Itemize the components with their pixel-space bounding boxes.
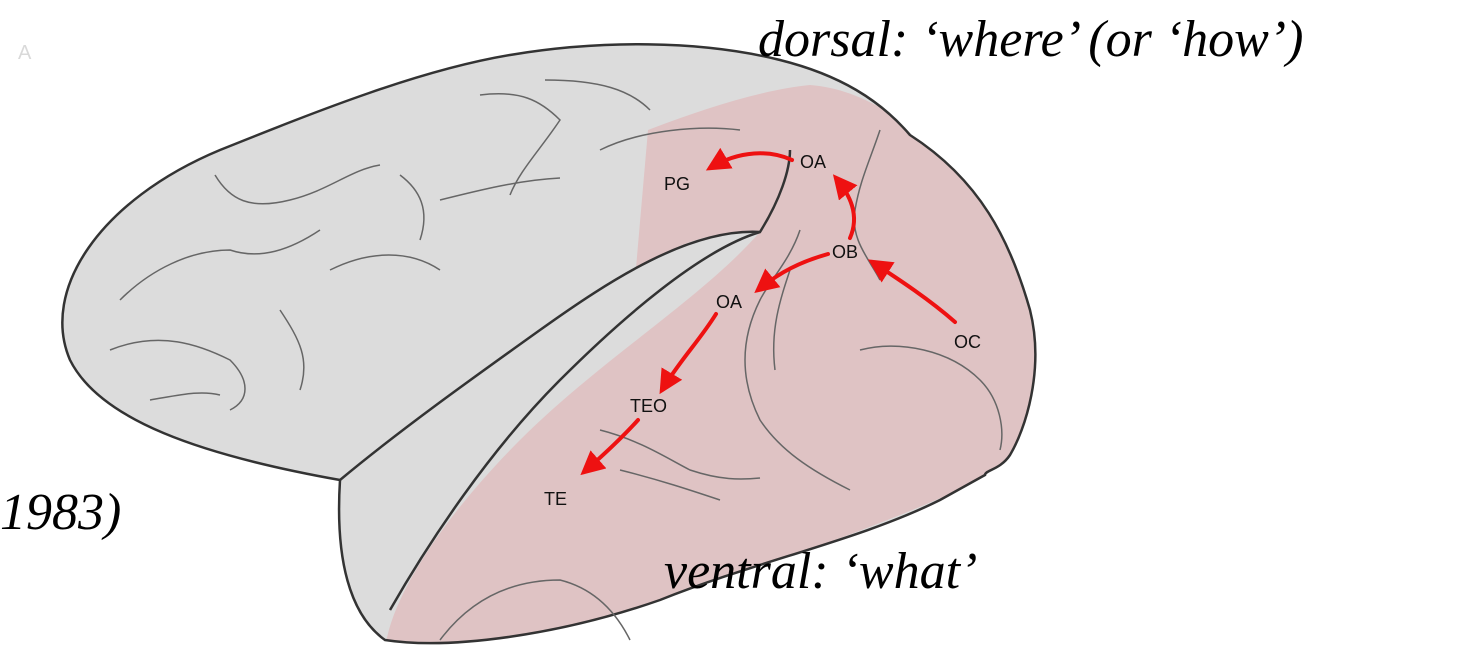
label-oa-upper: OA bbox=[800, 152, 826, 172]
label-pg: PG bbox=[664, 174, 690, 194]
citation-fragment: 1983) bbox=[0, 487, 121, 539]
dorsal-stream-caption: dorsal: ‘where’ (or ‘how’) bbox=[758, 14, 1303, 66]
panel-letter: A bbox=[18, 42, 31, 65]
label-oc: OC bbox=[954, 332, 981, 352]
ventral-stream-caption: ventral: ‘what’ bbox=[664, 546, 977, 598]
label-ob: OB bbox=[832, 242, 858, 262]
label-oa-lower: OA bbox=[716, 292, 742, 312]
label-te: TE bbox=[544, 489, 567, 509]
label-teo: TEO bbox=[630, 396, 667, 416]
